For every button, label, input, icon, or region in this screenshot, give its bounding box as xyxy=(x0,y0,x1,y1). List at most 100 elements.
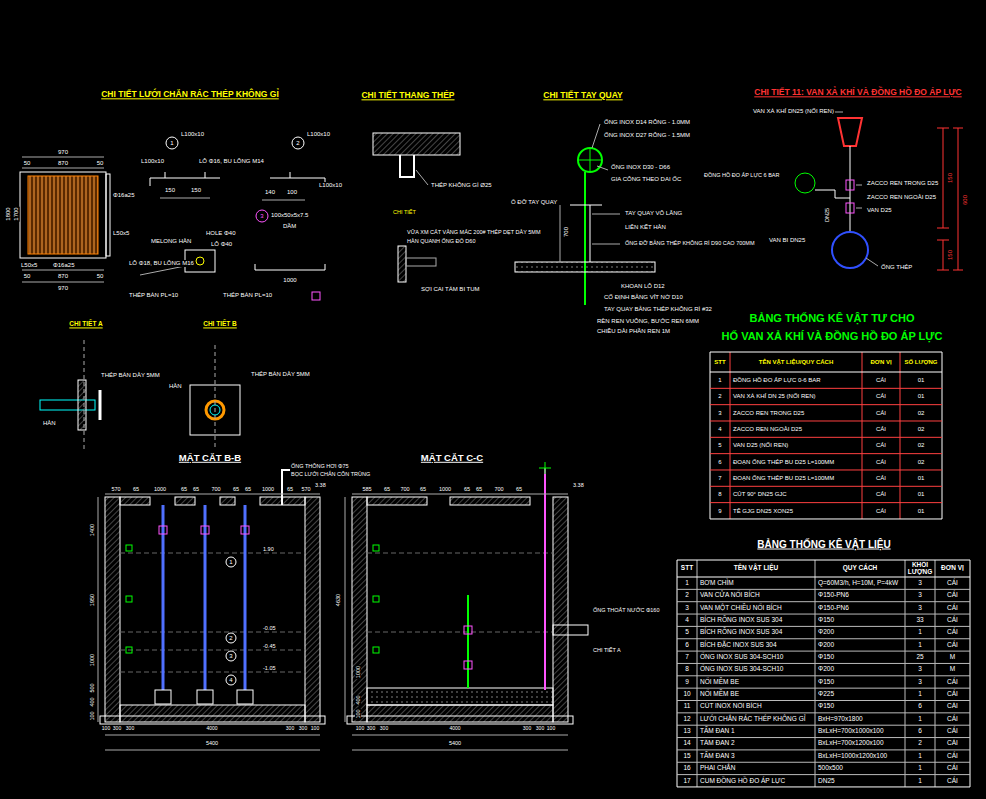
drawing-line xyxy=(345,497,346,722)
drawing-g xyxy=(159,526,249,534)
table-cell: CÁI xyxy=(863,373,899,387)
table-cell: BƠM CHÌM xyxy=(698,578,814,588)
drawing-rect xyxy=(106,174,110,256)
table-cell: 1 xyxy=(906,776,934,786)
drawing-path xyxy=(270,172,325,184)
table-cell: 1 xyxy=(906,640,934,650)
drawing-g xyxy=(464,626,472,669)
drawing-line xyxy=(710,420,942,421)
drawing-label: 1950 xyxy=(89,593,95,607)
drawing-line xyxy=(856,208,862,209)
table-cell: DN25 xyxy=(816,776,904,786)
drawing-title: HỐ VAN XẢ KHÍ VÀ ĐỒNG HỒ ĐO ÁP LỰC xyxy=(721,330,944,342)
drawing-path xyxy=(815,190,850,198)
drawing-path xyxy=(539,462,551,474)
table-cell: 9 xyxy=(678,677,696,687)
drawing-label: 100 xyxy=(286,189,298,196)
table-cell: CÁI xyxy=(863,504,899,518)
drawing-label: 300 xyxy=(379,726,389,732)
drawing-label: 100 xyxy=(89,710,95,721)
table-cell: BxLxH=1000x1200x100 xyxy=(816,751,904,761)
table-cell: CÁI xyxy=(936,763,969,773)
drawing-line xyxy=(850,146,851,232)
drawing-label: 300 xyxy=(112,726,122,732)
drawing-path xyxy=(255,264,325,270)
drawing-label: 150 xyxy=(190,187,202,194)
drawing-rect xyxy=(78,380,86,430)
table-cell: CÁI xyxy=(936,751,969,761)
drawing-label: -0.05 xyxy=(262,625,277,631)
drawing-label: 65 xyxy=(475,486,483,492)
table-cell: VAN D25 (NỐI REN) xyxy=(731,438,861,452)
drawing-title: MẶT CẮT B-B xyxy=(178,453,242,463)
table-cell: 1 xyxy=(906,751,934,761)
drawing-line xyxy=(140,266,185,275)
drawing-line xyxy=(677,589,970,590)
table-cell: 6 xyxy=(906,702,934,712)
drawing-label: 300 xyxy=(366,726,376,732)
drawing-label: 150 xyxy=(164,187,176,194)
drawing-label: 65 xyxy=(132,486,140,492)
drawing-rect xyxy=(846,180,854,190)
table-cell: 1 xyxy=(678,578,696,588)
drawing-label: 65 xyxy=(286,486,294,492)
drawing-label: L50x5 xyxy=(20,262,38,269)
drawing-label: 1000 xyxy=(438,486,452,492)
table-cell: 33 xyxy=(906,615,934,625)
drawing-rect xyxy=(398,246,406,282)
drawing-rect xyxy=(367,497,427,505)
table-cell: CÁI xyxy=(936,726,969,736)
drawing-rect xyxy=(100,716,325,724)
table-cell: CÚT 90° DN25 GJC xyxy=(731,487,861,501)
table-cell: 10 xyxy=(678,689,696,699)
table-cell: 01 xyxy=(901,373,941,387)
table-cell: CÁI xyxy=(863,422,899,436)
drawing-circle xyxy=(795,173,815,193)
drawing-line xyxy=(710,404,942,405)
drawing-circle xyxy=(166,137,178,149)
drawing-line xyxy=(677,626,970,627)
table-cell: 4 xyxy=(678,615,696,625)
drawing-label: TAY QUAY BẰNG THÉP KHÔNG RỈ #32 xyxy=(603,306,713,313)
drawing-label: 65 xyxy=(419,486,427,492)
drawing-title: CHI TIẾT 11: VAN XẢ KHÍ VÀ ĐỒNG HỒ ĐO ÁP… xyxy=(753,88,962,97)
drawing-label: 1000 xyxy=(282,277,297,284)
drawing-label: 50 xyxy=(23,160,32,167)
table-cell: CÁI xyxy=(936,677,969,687)
drawing-label: 400 xyxy=(355,694,361,705)
drawing-label: THÉP BẢN PL=10 xyxy=(128,292,179,299)
table-cell: M xyxy=(936,652,969,662)
drawing-label: LỖ Φ16, BU LÔNG M14 xyxy=(198,158,265,165)
drawing-label: ỐNG ĐỠ BẰNG THÉP KHÔNG RỈ D90 CAO 700MM xyxy=(624,240,756,246)
drawing-line xyxy=(710,388,942,389)
drawing-rect xyxy=(220,497,235,505)
drawing-label: 4000 xyxy=(205,726,218,732)
table-header: STT xyxy=(711,353,729,371)
drawing-line xyxy=(710,486,942,487)
table-cell: CÁI xyxy=(936,640,969,650)
drawing-label: CHIỀU DÀI PHẦN REN 1M xyxy=(596,328,671,335)
table-cell: 13 xyxy=(678,726,696,736)
drawing-label: 1800 xyxy=(5,206,12,221)
drawing-label: 870 xyxy=(57,273,69,280)
drawing-circle xyxy=(226,651,236,661)
drawing-line xyxy=(22,168,104,169)
table-cell: 17 xyxy=(678,776,696,786)
drawing-label: 2 xyxy=(296,140,299,147)
table-cell: Φ150-PN6 xyxy=(816,590,904,600)
drawing-rect xyxy=(159,526,167,534)
drawing-rect xyxy=(197,690,213,704)
drawing-line xyxy=(905,560,906,787)
drawing-label: MELONG HÀN xyxy=(150,238,192,245)
table-cell: CÁI xyxy=(863,406,899,420)
drawing-line xyxy=(105,750,320,751)
drawing-label: 150 xyxy=(947,172,954,184)
table-header: SỐ LƯỢNG xyxy=(901,353,941,371)
table-cell: 02 xyxy=(901,422,941,436)
drawing-label: 65 xyxy=(180,486,188,492)
drawing-label: 5400 xyxy=(205,740,219,746)
drawing-label: 970 xyxy=(57,285,69,292)
drawing-label: LỖ Φ18, BU LÔNG M16 xyxy=(128,260,195,267)
table-cell: 02 xyxy=(901,406,941,420)
drawing-line xyxy=(570,205,602,206)
